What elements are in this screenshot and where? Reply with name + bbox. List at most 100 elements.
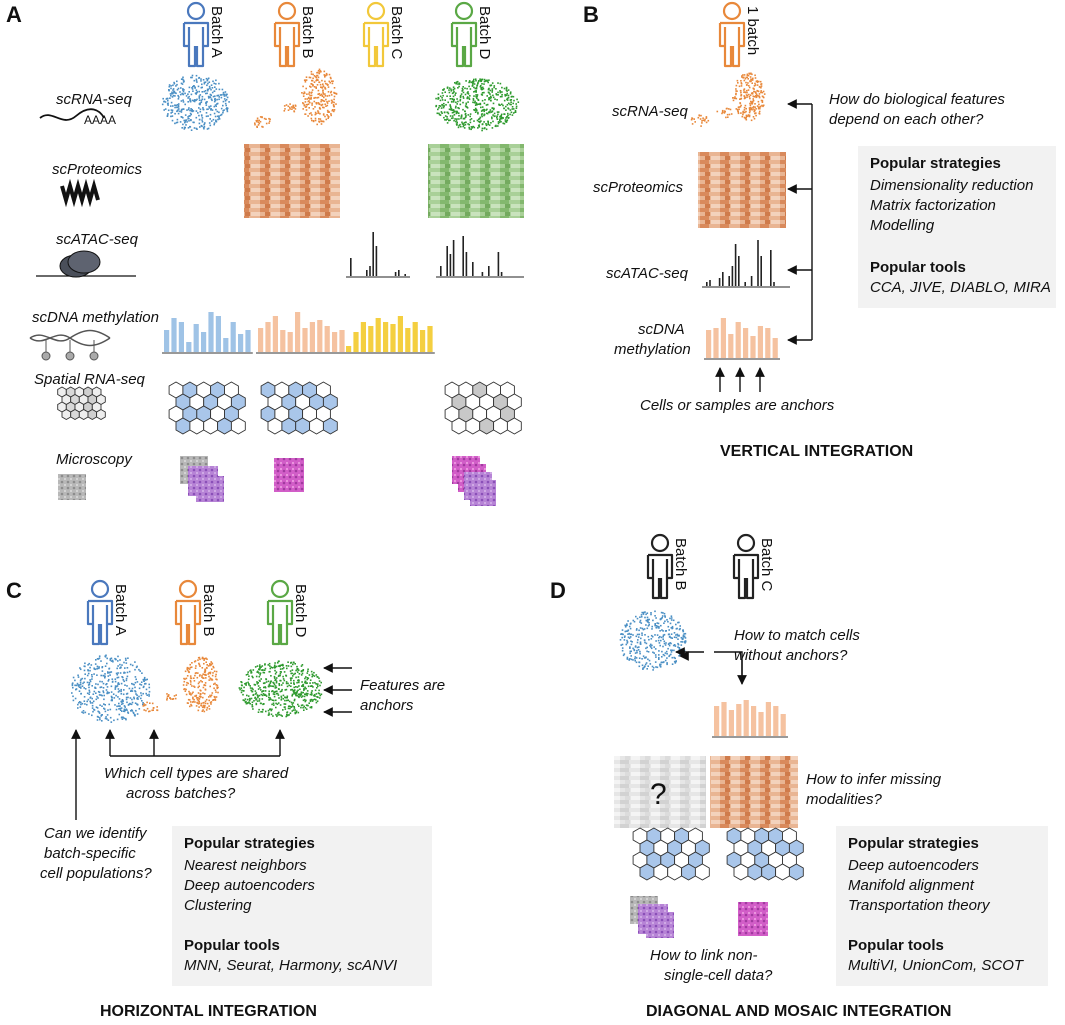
panel-b-strategy-3: Modelling <box>870 217 935 234</box>
panel-b-modality-proteomics: scProteomics <box>593 179 684 196</box>
panel-c-umap-batch-a <box>71 654 151 723</box>
panel-d-match-arrow <box>675 647 747 685</box>
panel-a-modality-rna: scRNA-seq <box>56 91 133 108</box>
panel-c-batch-d-label: Batch D <box>292 584 309 638</box>
panel-d-tools: MultiVI, UnionCom, SCOT <box>848 957 1025 974</box>
panel-a-batch-d-label: Batch D <box>476 6 493 60</box>
panel-a-batch-b-label: Batch B <box>299 6 316 59</box>
panel-b-modality-atac: scATAC-seq <box>606 265 689 282</box>
panel-d-question-mark: ? <box>650 778 667 811</box>
panel-d-link-2: single-cell data? <box>664 967 773 984</box>
panel-c-title: HORIZONTAL INTEGRATION <box>100 1003 317 1020</box>
panel-b-modality-methylation-2: methylation <box>614 341 691 358</box>
panel-a-umap-batch-a <box>161 74 230 131</box>
panel-d-info-box <box>836 826 1048 986</box>
panel-a-methylation-batch-b <box>256 312 347 354</box>
panel-c-identify-2: batch-specific <box>44 845 136 862</box>
panel-a-letter: A <box>6 2 22 27</box>
panel-c-batch-d-person-icon <box>266 579 294 646</box>
panel-b-modality-methylation-1: scDNA <box>638 321 685 338</box>
panel-a-batch-c-label: Batch C <box>388 6 405 60</box>
panel-b-tools: CCA, JIVE, DIABLO, MIRA <box>870 279 1051 296</box>
panel-d-batch-c-label: Batch C <box>758 538 775 592</box>
panel-a-batch-a-person-icon <box>182 1 210 68</box>
rna-polya-tail: AAAA <box>84 113 116 127</box>
panel-a-methylation-batch-c <box>344 316 435 354</box>
panel-c-identify-3: cell populations? <box>40 865 152 882</box>
panel-a-spatial-batch-d <box>444 381 522 435</box>
panel-a-batch-a-label: Batch A <box>208 6 225 58</box>
panel-b-proteomics-heatmap <box>698 152 786 228</box>
panel-b-tools-title: Popular tools <box>870 259 966 276</box>
panel-d-infer-1: How to infer missing <box>806 771 942 788</box>
panel-b-feature-arrows <box>787 99 813 345</box>
panel-b-modality-rna: scRNA-seq <box>612 103 689 120</box>
panel-a-proteomics-batch-d <box>428 144 524 218</box>
panel-b-strategy-1: Dimensionality reduction <box>870 177 1033 194</box>
panel-a-batch-c-person-icon <box>362 1 390 68</box>
panel-d-tools-title: Popular tools <box>848 937 944 954</box>
panel-b-strategies-title: Popular strategies <box>870 155 1001 172</box>
panel-a-spatial-batch-b <box>260 381 338 435</box>
panel-c-feature-arrows <box>323 663 352 717</box>
panel-b-info-box <box>858 146 1056 308</box>
panel-c-info-box <box>172 826 432 986</box>
panel-a-batch-d-person-icon <box>450 1 478 68</box>
panel-a-atac-batch-d <box>436 236 524 278</box>
panel-c-strategy-3: Clustering <box>184 897 252 914</box>
panel-d-title: DIAGONAL AND MOSAIC INTEGRATION <box>646 1003 951 1020</box>
panel-c-batch-a-label: Batch A <box>112 584 129 636</box>
panel-d-proteomics-heatmap <box>710 756 798 828</box>
panel-b-umap <box>690 72 766 127</box>
panel-c-features-1: Features are <box>360 677 445 694</box>
panel-c-shared-1: Which cell types are shared <box>104 765 289 782</box>
panel-a-modality-microscopy: Microscopy <box>56 451 133 468</box>
panel-b-question-1: How do biological features <box>829 91 1005 108</box>
panel-a-modality-spatial: Spatial RNA-seq <box>34 371 146 388</box>
panel-a-modality-atac: scATAC-seq <box>56 231 139 248</box>
panel-d-strategy-3: Transportation theory <box>848 897 991 914</box>
panel-b-strategy-2: Matrix factorization <box>870 197 996 214</box>
panel-b-anchor-arrows <box>715 367 765 392</box>
panel-b-person-icon <box>718 1 746 68</box>
panel-c-batch-a-person-icon <box>86 579 114 646</box>
panel-b-title: VERTICAL INTEGRATION <box>720 443 913 460</box>
panel-c-strategy-2: Deep autoencoders <box>184 877 315 894</box>
panel-a-microscopy-batch-a <box>180 456 224 502</box>
panel-d-umap-batch-b <box>619 610 687 671</box>
panel-c-features-2: anchors <box>360 697 414 714</box>
panel-a-microscopy-batch-d <box>452 456 496 506</box>
panel-b-batch-label: 1 batch <box>744 6 761 55</box>
panel-d-microscopy-batch-b <box>630 896 674 938</box>
panel-d-strategy-1: Deep autoencoders <box>848 857 979 874</box>
dna-methylation-icon <box>29 329 111 361</box>
rna-strand-icon <box>39 108 105 121</box>
panel-c-strategies-title: Popular strategies <box>184 835 315 852</box>
panel-a-umap-batch-b <box>254 68 338 128</box>
panel-c-shared-arrows <box>71 729 285 820</box>
panel-d-microscopy-batch-c <box>738 902 768 936</box>
panel-a-proteomics-batch-b <box>244 144 340 218</box>
panel-d-batch-b-person-icon <box>646 533 674 600</box>
spatial-grid-icon <box>57 386 106 421</box>
panel-c-umap-batch-d <box>238 660 323 718</box>
panel-c-batch-b-person-icon <box>174 579 202 646</box>
panel-c-strategy-1: Nearest neighbors <box>184 857 307 874</box>
panel-c-umap-batch-b <box>142 656 219 713</box>
panel-d-batch-b-label: Batch B <box>672 538 689 591</box>
panel-d-spatial-batch-b <box>632 827 710 881</box>
panel-d-strategies-title: Popular strategies <box>848 835 979 852</box>
panel-d-batch-c-person-icon <box>732 533 760 600</box>
panel-c-tools: MNN, Seurat, Harmony, scANVI <box>184 957 397 974</box>
panel-d-link-1: How to link non- <box>650 947 758 964</box>
microscopy-icon <box>58 474 86 500</box>
nucleosome-icon <box>36 250 136 278</box>
panel-a-spatial-batch-a <box>168 381 246 435</box>
panel-a-batch-b-person-icon <box>273 1 301 68</box>
panel-a-modality-methylation: scDNA methylation <box>32 309 159 326</box>
panel-a-atac-batch-c <box>346 232 410 278</box>
panel-a-umap-batch-d <box>435 78 520 132</box>
panel-a-methylation-batch-a <box>162 312 253 354</box>
panel-a-microscopy-batch-b <box>274 458 304 492</box>
